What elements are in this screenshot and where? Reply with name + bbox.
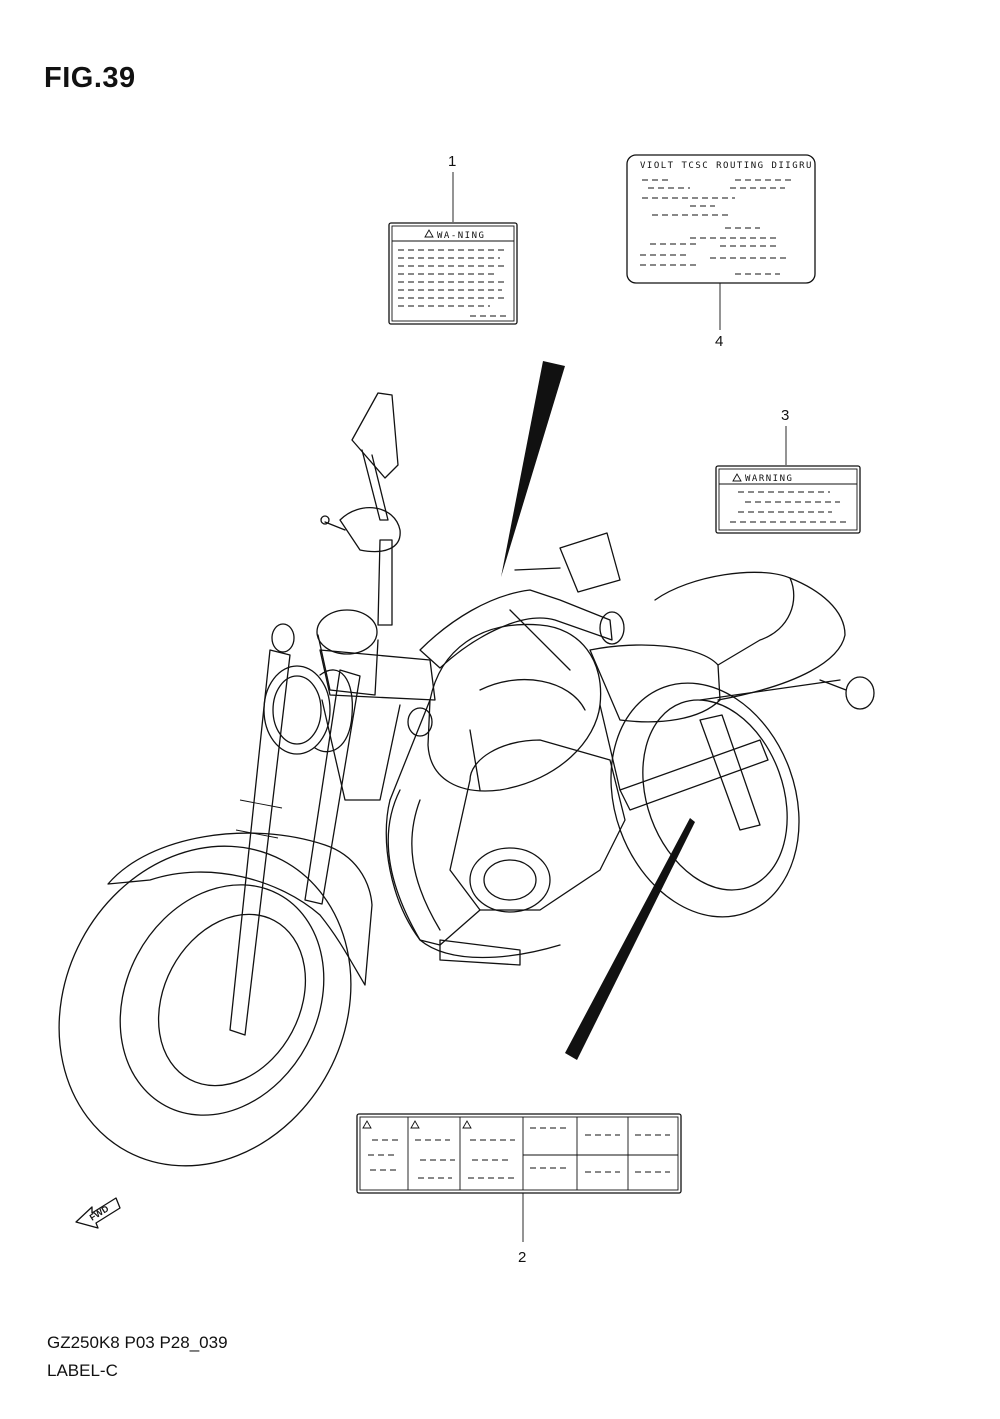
- figure-title: FIG.39: [44, 62, 136, 94]
- warning-triangle-icon: [732, 473, 742, 482]
- callout-2-number: 2: [518, 1249, 526, 1266]
- label-3-heading: WARNING: [745, 474, 793, 484]
- motorcycle-illustration: [58, 392, 875, 1167]
- label-1-heading: WA-NING: [437, 231, 485, 241]
- section-name: LABEL-C: [47, 1361, 118, 1380]
- label-pointer-tank: [501, 361, 565, 577]
- callout-1: 1: [448, 153, 456, 222]
- model-code: GZ250K8 P03 P28_039: [47, 1333, 228, 1352]
- callout-4-number: 4: [715, 333, 723, 350]
- callout-4: 4: [715, 283, 723, 350]
- callout-3-number: 3: [781, 407, 789, 424]
- label-4-heading: VIOLT TCSC ROUTING DIIGRU: [640, 161, 813, 171]
- label-pointer-frame: [565, 818, 695, 1060]
- callout-2: 2: [518, 1193, 526, 1266]
- fwd-text: FWD: [88, 1203, 111, 1223]
- label-3-warning[interactable]: WARNING: [715, 465, 861, 534]
- callout-1-number: 1: [448, 153, 456, 170]
- label-1-warning[interactable]: WA-NING: [388, 222, 518, 325]
- callout-3: 3: [781, 407, 789, 465]
- warning-triangle-icon: [462, 1120, 472, 1129]
- label-2-info[interactable]: [356, 1113, 682, 1194]
- label-4-routing[interactable]: VIOLT TCSC ROUTING DIIGRU: [626, 154, 816, 284]
- fwd-arrow-icon: FWD: [75, 1197, 121, 1229]
- warning-triangle-icon: [362, 1120, 372, 1129]
- warning-triangle-icon: [424, 229, 434, 238]
- warning-triangle-icon: [410, 1120, 420, 1129]
